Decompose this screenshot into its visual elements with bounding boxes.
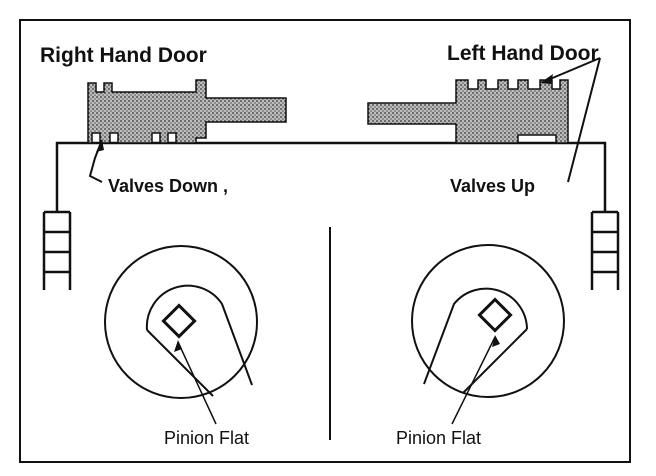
pinion-square-left: [161, 303, 197, 339]
valves-down-arrowhead: [96, 140, 104, 152]
valves-up-label: Valves Up: [450, 176, 535, 196]
left-hinge-ladder: [42, 210, 72, 290]
pinion-flat-label-right: Pinion Flat: [396, 428, 481, 448]
diagram-frame: [19, 19, 631, 463]
left-hand-door-label: Left Hand Door: [447, 42, 599, 65]
lock-body-left-hand-door: [367, 79, 569, 144]
left-hand-door-arrowhead: [540, 74, 553, 84]
lock-body-right-hand-door: [87, 79, 287, 144]
right-hinge-ladder: [590, 210, 620, 290]
pinion-assembly-left: [104, 245, 258, 399]
pinion-flat-arrowhead-right: [492, 335, 500, 347]
valves-down-label: Valves Down ,: [108, 176, 228, 196]
pinion-square-right: [477, 297, 513, 333]
pinion-assembly-right: [411, 244, 565, 398]
right-hand-door-label: Right Hand Door: [40, 44, 207, 67]
pinion-flat-label-left: Pinion Flat: [164, 428, 249, 448]
pinion-flat-leader-left: [177, 341, 217, 425]
pinion-flat-arrowhead-left: [174, 340, 182, 352]
panel-bar: [55, 141, 607, 212]
left-hand-door-leaders: [542, 57, 601, 183]
pinion-flat-leader-right: [451, 336, 496, 425]
